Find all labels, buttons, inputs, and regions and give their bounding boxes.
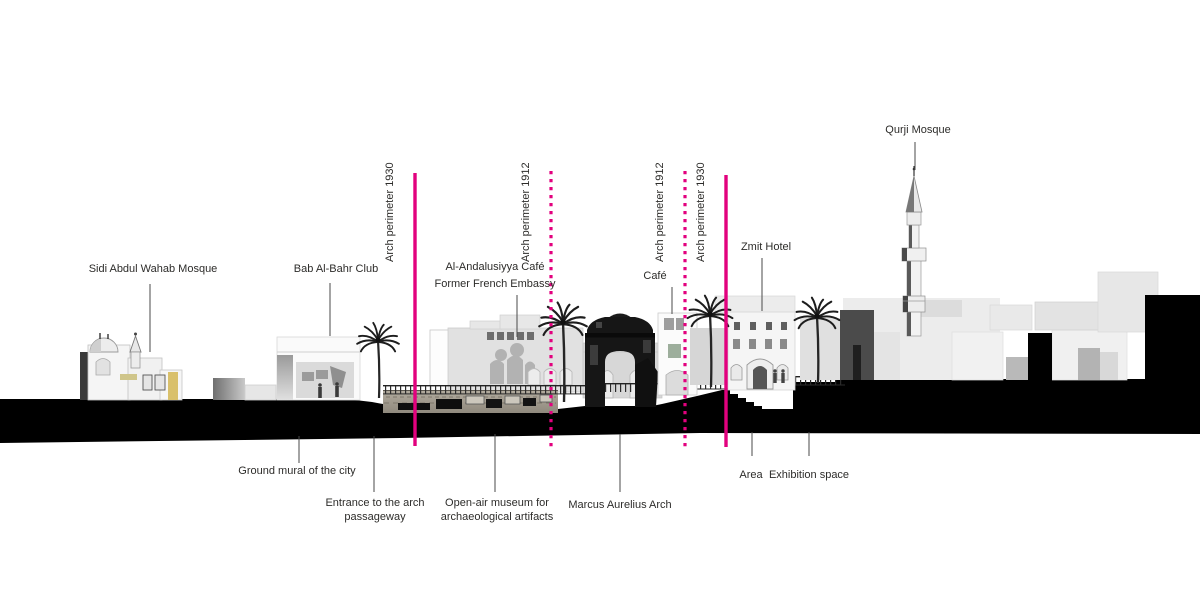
label-zmit-hotel: Zmit Hotel (740, 241, 792, 253)
label-qurji-mosque: Qurji Mosque (885, 124, 951, 136)
sidi-mosque-drawing (80, 332, 183, 401)
palm-tree (538, 301, 588, 403)
label-open-air-museum: Open-air museum for archaeological artif… (440, 497, 554, 524)
label-andalusiyya-cafe: Al-Andalusiyya Café (445, 261, 545, 273)
label-bab-club: Bab Al-Bahr Club (293, 263, 379, 275)
perimeter-line-1930-right (724, 175, 728, 447)
label-arch-entrance: Entrance to the arch passageway (325, 497, 425, 524)
black-mass (1028, 333, 1052, 433)
vlabel-arch-perimeter-1930-left: Arch perimeter 1930 (384, 162, 396, 262)
perimeter-line-1930-left (413, 173, 417, 446)
ground-section (0, 379, 1200, 443)
gradient-wall (213, 378, 245, 400)
palm-tree (356, 321, 400, 399)
vlabel-arch-perimeter-1930-right: Arch perimeter 1930 (695, 162, 707, 262)
leader-lines (149, 142, 916, 492)
french-embassy-drawing (429, 314, 584, 393)
label-sidi-mosque: Sidi Abdul Wahab Mosque (88, 263, 218, 275)
label-marcus-arch: Marcus Aurelius Arch (568, 499, 672, 511)
zmit-hotel-drawing (690, 295, 796, 391)
label-cafe: Café (643, 270, 667, 282)
black-mass (1145, 295, 1200, 433)
low-building (244, 384, 277, 401)
vlabel-arch-perimeter-1912-left: Arch perimeter 1912 (520, 162, 532, 262)
human-figures (318, 382, 339, 398)
yellow-door (168, 372, 178, 400)
qurji-mosque-complex (800, 166, 1200, 433)
qurji-minaret (901, 166, 927, 337)
label-exhibition-space: Exhibition space (768, 469, 850, 481)
palm-tree (793, 296, 841, 384)
marcus-aurelius-arch-drawing (585, 313, 658, 407)
human-figures (773, 369, 785, 383)
label-french-embassy: Former French Embassy (434, 278, 556, 290)
bab-al-bahr-club-drawing (276, 336, 361, 401)
label-ground-mural: Ground mural of the city (238, 465, 356, 477)
vlabel-arch-perimeter-1912-right: Arch perimeter 1912 (654, 162, 666, 262)
label-area: Area (739, 469, 763, 481)
palm-tree (686, 294, 734, 388)
